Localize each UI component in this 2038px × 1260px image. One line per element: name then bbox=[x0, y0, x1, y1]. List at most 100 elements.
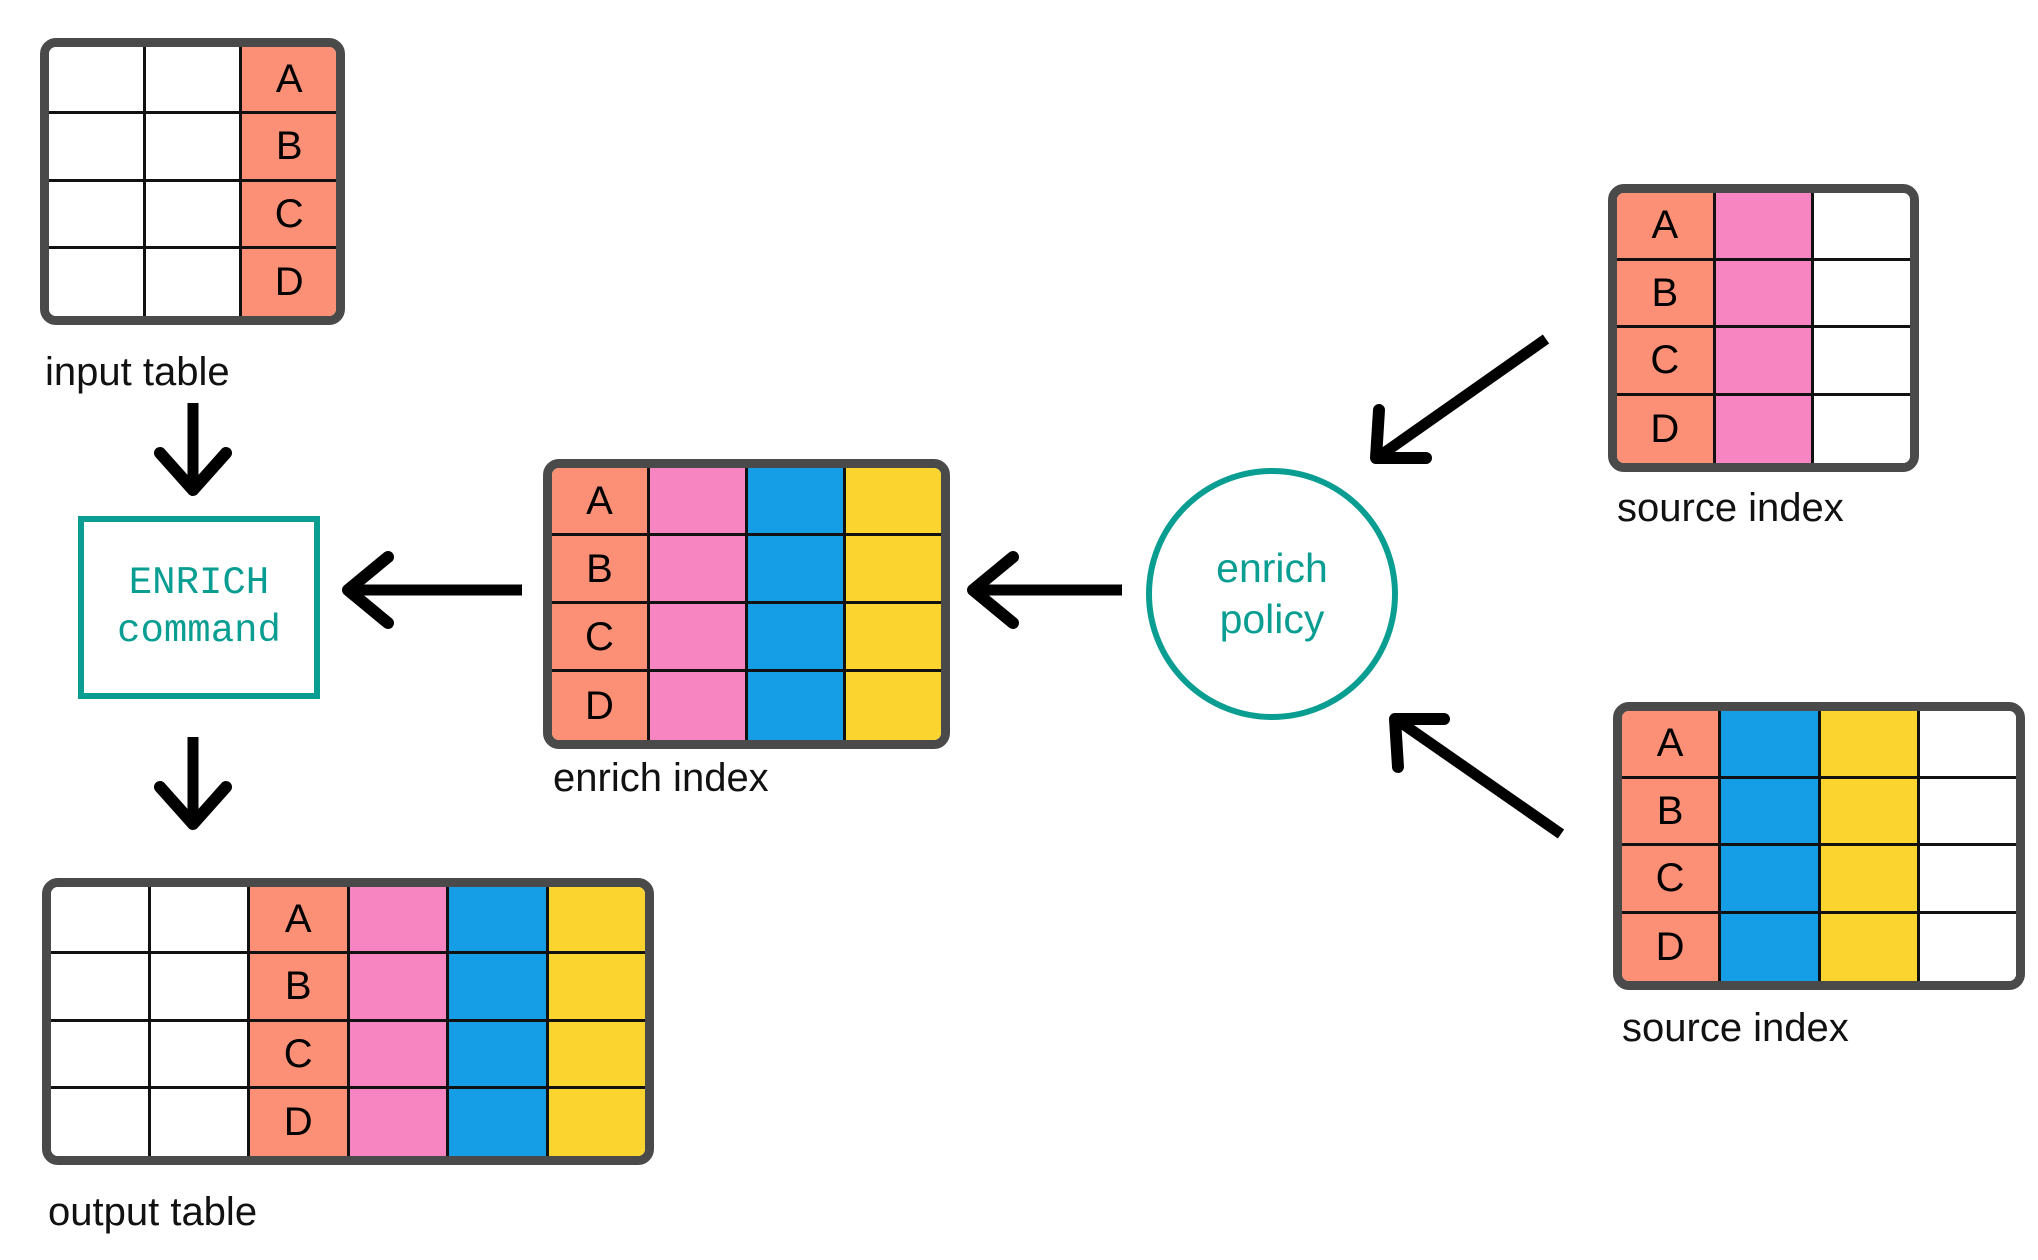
table-cell bbox=[748, 604, 846, 672]
table-cell-key: D bbox=[1622, 913, 1722, 981]
table-cell bbox=[1919, 778, 2016, 846]
table-cell bbox=[349, 1021, 449, 1089]
table-cell bbox=[1820, 711, 1920, 779]
table-row: C bbox=[552, 604, 941, 672]
table-row: A bbox=[1617, 193, 1910, 261]
table-cell bbox=[748, 672, 846, 740]
table-cell bbox=[145, 47, 243, 115]
table-cell bbox=[1820, 913, 1920, 981]
table-cell bbox=[150, 1088, 250, 1156]
table-row: B bbox=[1617, 260, 1910, 328]
table-cell bbox=[349, 1088, 449, 1156]
table-cell-key: D bbox=[242, 248, 336, 316]
table-cell bbox=[145, 248, 243, 316]
table-cell-key: C bbox=[1617, 328, 1716, 396]
table-cell bbox=[51, 1021, 151, 1089]
table-row: C bbox=[51, 1021, 645, 1089]
table-cell bbox=[1919, 711, 2016, 779]
table-cell bbox=[650, 468, 748, 536]
table-cell-key: A bbox=[1622, 711, 1722, 779]
arrow-srcbottom-to-policy-head bbox=[1389, 713, 1450, 773]
table-cell bbox=[145, 114, 243, 182]
table-cell bbox=[748, 468, 846, 536]
table-row: D bbox=[49, 248, 336, 316]
table-cell bbox=[548, 1088, 645, 1156]
table-cell-key: A bbox=[552, 468, 650, 536]
table-cell bbox=[650, 536, 748, 604]
arrow-srctop-to-policy-head bbox=[1370, 404, 1432, 464]
arrow-srctop-to-policy-shaft bbox=[1377, 334, 1550, 460]
table-cell-key: D bbox=[552, 672, 650, 740]
arrow-enrichindex-to-command-head bbox=[342, 551, 394, 629]
table-cell-key: C bbox=[1622, 846, 1722, 914]
table-cell bbox=[449, 1088, 549, 1156]
table-cell-key: C bbox=[250, 1021, 350, 1089]
table-row: D bbox=[1617, 395, 1910, 463]
table-cell bbox=[1814, 328, 1910, 396]
table-row: D bbox=[1622, 913, 2016, 981]
table-cell-key: A bbox=[242, 47, 336, 115]
table-cell bbox=[449, 887, 549, 955]
table-cell bbox=[548, 954, 645, 1022]
arrow-srcbottom-to-policy-shaft bbox=[1396, 717, 1565, 839]
table-row: A bbox=[51, 887, 645, 955]
table-cell bbox=[1820, 846, 1920, 914]
source-index-top-caption: source index bbox=[1617, 486, 1844, 530]
arrow-policy-to-enrichindex-head bbox=[967, 551, 1019, 629]
table-cell bbox=[1721, 846, 1821, 914]
table-row: A bbox=[49, 47, 336, 115]
enrich-policy-node[interactable]: enrich policy bbox=[1146, 468, 1398, 720]
enrich-index-caption: enrich index bbox=[553, 756, 769, 800]
table-cell bbox=[1919, 913, 2016, 981]
table-row: B bbox=[51, 954, 645, 1022]
table-cell-key: D bbox=[1617, 395, 1716, 463]
enrich-command-line1: ENRICH bbox=[128, 560, 270, 605]
input-table-caption: input table bbox=[45, 350, 230, 394]
table-cell bbox=[449, 954, 549, 1022]
table-cell bbox=[748, 536, 846, 604]
table-cell-key: C bbox=[552, 604, 650, 672]
table-row: D bbox=[51, 1088, 645, 1156]
table-cell bbox=[1721, 913, 1821, 981]
table-cell-key: C bbox=[242, 181, 336, 249]
table-row: C bbox=[1617, 328, 1910, 396]
table-cell bbox=[1814, 395, 1910, 463]
table-cell bbox=[150, 887, 250, 955]
table-cell-key: D bbox=[250, 1088, 350, 1156]
table-cell bbox=[51, 1088, 151, 1156]
table-cell bbox=[349, 887, 449, 955]
arrow-input-to-command-head bbox=[154, 447, 232, 496]
table-row: B bbox=[1622, 778, 2016, 846]
table-cell bbox=[1919, 846, 2016, 914]
table-cell bbox=[846, 604, 941, 672]
table-cell bbox=[1814, 260, 1910, 328]
table-cell bbox=[49, 248, 146, 316]
table-cell-key: B bbox=[242, 114, 336, 182]
table-cell-key: A bbox=[250, 887, 350, 955]
table-cell bbox=[150, 954, 250, 1022]
table-cell bbox=[1721, 711, 1821, 779]
table-cell bbox=[449, 1021, 549, 1089]
arrow-command-to-output-head bbox=[154, 781, 232, 830]
table-row: D bbox=[552, 672, 941, 740]
table-cell bbox=[51, 954, 151, 1022]
table-cell bbox=[650, 672, 748, 740]
table-cell-key: A bbox=[1617, 193, 1716, 261]
table-cell-key: B bbox=[552, 536, 650, 604]
enrich-policy-line1: enrich bbox=[1216, 544, 1328, 591]
table-row: C bbox=[49, 181, 336, 249]
table-row: B bbox=[552, 536, 941, 604]
table-cell-key: B bbox=[1617, 260, 1716, 328]
enrich-command-line2: command bbox=[117, 608, 281, 653]
table-row: A bbox=[552, 468, 941, 536]
table-cell bbox=[49, 181, 146, 249]
table-cell bbox=[548, 1021, 645, 1089]
table-cell bbox=[846, 468, 941, 536]
enrich-command-box[interactable]: ENRICH command bbox=[78, 516, 320, 699]
table-cell bbox=[1715, 193, 1815, 261]
